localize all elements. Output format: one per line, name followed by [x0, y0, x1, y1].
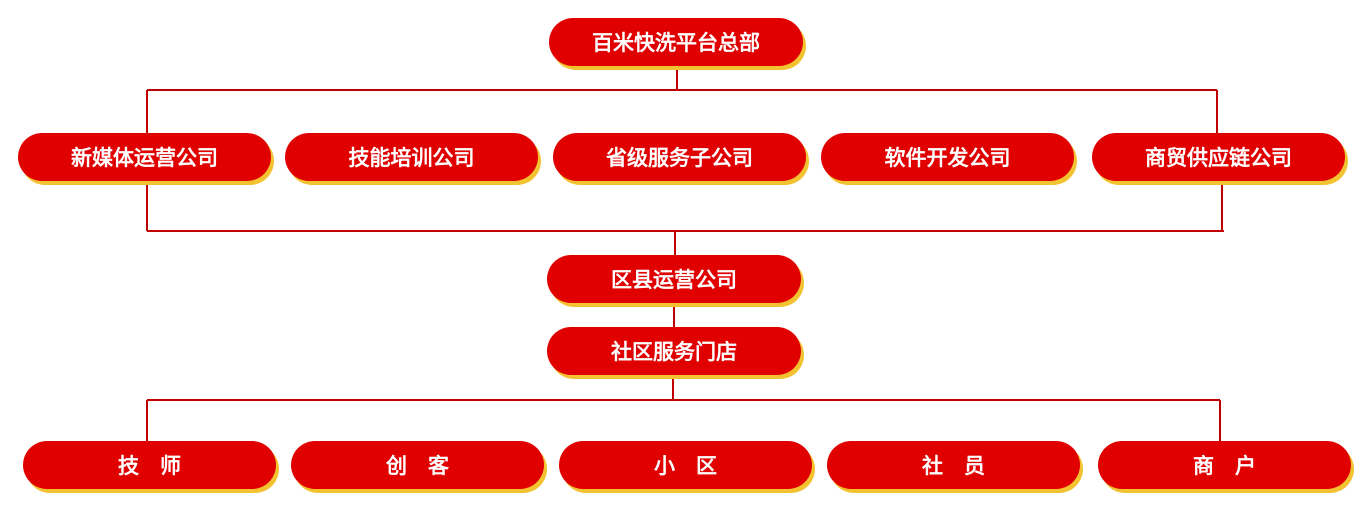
node-new-media-company[interactable]: 新媒体运营公司: [18, 133, 271, 181]
node-member[interactable]: 社 员: [827, 441, 1080, 489]
node-district-company[interactable]: 区县运营公司: [547, 255, 801, 303]
node-maker[interactable]: 创 客: [291, 441, 544, 489]
node-residential-community[interactable]: 小 区: [559, 441, 812, 489]
node-merchant[interactable]: 商 户: [1098, 441, 1351, 489]
node-supply-chain-company[interactable]: 商贸供应链公司: [1092, 133, 1345, 181]
node-headquarters[interactable]: 百米快洗平台总部: [549, 18, 803, 66]
node-skills-training-company[interactable]: 技能培训公司: [285, 133, 538, 181]
node-provincial-service-company[interactable]: 省级服务子公司: [553, 133, 806, 181]
node-technician[interactable]: 技 师: [23, 441, 276, 489]
node-software-dev-company[interactable]: 软件开发公司: [821, 133, 1074, 181]
node-community-store[interactable]: 社区服务门店: [547, 327, 801, 375]
